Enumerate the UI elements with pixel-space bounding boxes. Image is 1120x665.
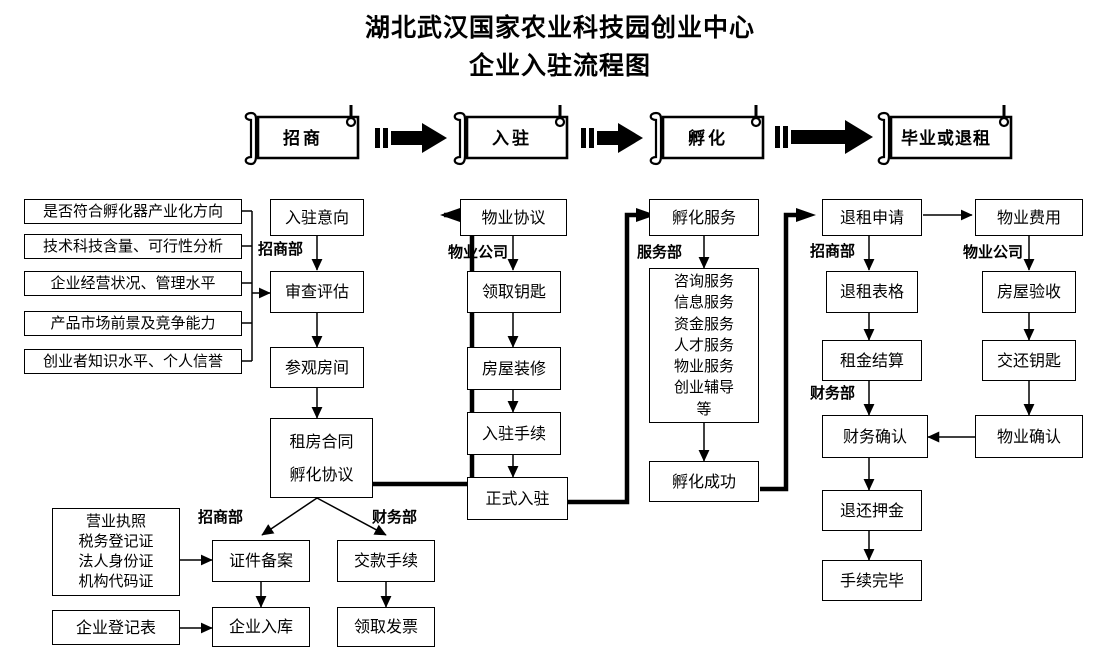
page-title-line1: 湖北武汉国家农业科技园创业中心 bbox=[364, 13, 755, 42]
contract-line-1: 租房合同 bbox=[289, 431, 354, 451]
step-procedure-complete[interactable]: 手续完毕 bbox=[822, 560, 922, 601]
arrowhead-incubation-service bbox=[636, 208, 656, 222]
dept-label-property-1: 物业公司 bbox=[448, 243, 509, 261]
page-title-line2: 企业入驻流程图 bbox=[468, 51, 651, 80]
step-document-filing[interactable]: 证件备案 bbox=[212, 540, 310, 582]
stage-arrow-1 bbox=[375, 123, 447, 153]
step-formal-move-in[interactable]: 正式入驻 bbox=[467, 477, 568, 520]
step-review-assessment[interactable]: 审查评估 bbox=[270, 271, 364, 313]
criteria-item-0: 是否符合孵化器产业化方向 bbox=[24, 199, 242, 224]
banner-shape-1 bbox=[244, 105, 360, 166]
stage-label-settle: 入驻 bbox=[492, 128, 532, 149]
step-lease-and-incubation-contract[interactable]: 租房合同 孵化协议 bbox=[270, 418, 373, 498]
service-item-2: 资金服务 bbox=[673, 314, 734, 333]
dept-label-finance-2: 财务部 bbox=[372, 508, 418, 526]
banner-shape-3 bbox=[649, 105, 765, 166]
dept-label-recruit-3: 招商部 bbox=[198, 508, 244, 526]
criteria-brace bbox=[242, 210, 271, 362]
dept-label-service: 服务部 bbox=[637, 243, 683, 261]
dept-label-recruit-2: 招商部 bbox=[810, 242, 856, 260]
document-item-2: 法人身份证 bbox=[78, 552, 154, 570]
step-visit-room[interactable]: 参观房间 bbox=[270, 347, 364, 388]
dept-label-finance-1: 财务部 bbox=[810, 384, 856, 402]
step-return-key[interactable]: 交还钥匙 bbox=[982, 340, 1076, 381]
criteria-item-3: 产品市场前景及竞争能力 bbox=[24, 311, 242, 336]
stage-banner-incubate[interactable]: 孵化 bbox=[648, 112, 768, 160]
step-enterprise-entry[interactable]: 企业入库 bbox=[212, 607, 310, 647]
stage-arrow-2 bbox=[581, 123, 643, 153]
dept-label-property-2: 物业公司 bbox=[963, 243, 1024, 261]
stage-banner-settle[interactable]: 入驻 bbox=[452, 112, 572, 160]
service-item-0: 咨询服务 bbox=[673, 271, 734, 290]
step-incubation-service[interactable]: 孵化服务 bbox=[649, 199, 759, 236]
step-rent-settlement[interactable]: 租金结算 bbox=[822, 340, 922, 381]
step-collect-key[interactable]: 领取钥匙 bbox=[467, 271, 561, 313]
step-house-renovation[interactable]: 房屋装修 bbox=[467, 347, 561, 390]
step-settlement-intent[interactable]: 入驻意向 bbox=[270, 199, 364, 236]
step-property-confirm[interactable]: 物业确认 bbox=[975, 415, 1083, 458]
document-item-3: 机构代码证 bbox=[78, 571, 154, 590]
document-item-1: 税务登记证 bbox=[78, 532, 154, 551]
connector-success-to-exit bbox=[760, 212, 800, 492]
banner-shape-2 bbox=[453, 105, 569, 166]
service-list: 咨询服务 信息服务 资金服务 人才服务 物业服务 创业辅导 等 bbox=[649, 268, 759, 423]
stage-label-graduate: 毕业或退租 bbox=[901, 128, 991, 149]
step-refund-deposit[interactable]: 退还押金 bbox=[822, 490, 922, 531]
step-payment-procedure[interactable]: 交款手续 bbox=[337, 540, 435, 582]
service-item-3: 人才服务 bbox=[673, 335, 734, 354]
stage-arrow-3 bbox=[775, 120, 873, 154]
arrowhead-exit-application bbox=[796, 208, 816, 222]
step-finance-confirm[interactable]: 财务确认 bbox=[822, 415, 928, 458]
stage-label-recruit: 招商 bbox=[283, 128, 323, 149]
step-move-in-procedure[interactable]: 入驻手续 bbox=[467, 412, 561, 455]
criteria-item-1: 技术科技含量、可行性分析 bbox=[24, 234, 242, 259]
arrowhead-property-agreement bbox=[440, 208, 460, 222]
criteria-item-4: 创业者知识水平、个人信誉 bbox=[24, 349, 242, 374]
criteria-item-2: 企业经营状况、管理水平 bbox=[24, 271, 242, 296]
contract-line-2: 孵化协议 bbox=[289, 464, 354, 484]
dept-label-recruit-1: 招商部 bbox=[258, 240, 304, 258]
stage-label-incubate: 孵化 bbox=[688, 128, 728, 149]
banner-shape-4 bbox=[877, 105, 1013, 166]
step-collect-invoice[interactable]: 领取发票 bbox=[337, 607, 435, 647]
document-item-0: 营业执照 bbox=[85, 512, 146, 531]
service-item-4: 物业服务 bbox=[673, 357, 734, 376]
connector-movein-to-service bbox=[568, 212, 640, 505]
stage-banner-graduate[interactable]: 毕业或退租 bbox=[876, 112, 1016, 160]
documents-list: 营业执照 税务登记证 法人身份证 机构代码证 bbox=[52, 508, 180, 596]
step-property-agreement[interactable]: 物业协议 bbox=[460, 199, 567, 236]
service-item-6: 等 bbox=[696, 399, 712, 418]
arrow-contract-to-payment bbox=[316, 497, 387, 536]
registration-form-box: 企业登记表 bbox=[52, 610, 180, 645]
arrow-contract-to-filing bbox=[261, 497, 318, 536]
connector-contract-to-property bbox=[373, 300, 475, 487]
step-property-fee[interactable]: 物业费用 bbox=[975, 199, 1083, 236]
step-exit-application[interactable]: 退租申请 bbox=[822, 199, 922, 236]
stage-banner-recruit[interactable]: 招商 bbox=[243, 112, 363, 160]
service-item-1: 信息服务 bbox=[673, 293, 734, 312]
step-incubation-success[interactable]: 孵化成功 bbox=[649, 461, 759, 502]
step-exit-form[interactable]: 退租表格 bbox=[826, 271, 918, 313]
service-item-5: 创业辅导 bbox=[673, 378, 734, 397]
step-house-inspection[interactable]: 房屋验收 bbox=[982, 271, 1076, 313]
